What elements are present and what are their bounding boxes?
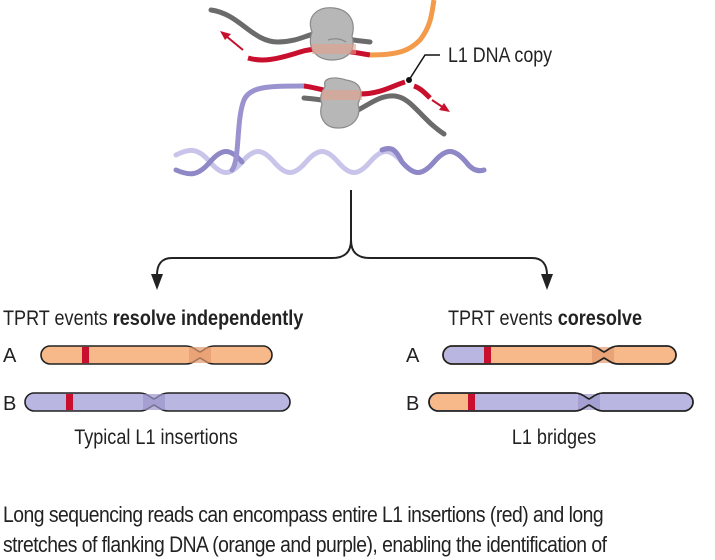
red-arrow-left [220,31,244,51]
red-l1-strand-dash [413,83,432,100]
row-label-b-right: B [406,393,419,415]
purple-flanking-strand [229,83,307,173]
right-panel-title: TPRT events coresolve [448,307,642,331]
row-label-a-right: A [406,345,420,367]
l1-insertion-marker [468,394,475,410]
reverse-transcriptase-enzyme-bottom [320,77,362,129]
row-label-b-left: B [3,393,16,415]
l1-dna-copy-callout: L1 DNA copy [406,44,552,83]
chromosome-b-left [24,392,291,412]
left-panel: TPRT events resolve independently A B Ty… [3,307,303,450]
caption-line-2: stretches of flanking DNA (orange and pu… [3,532,607,557]
arrow-head-left [151,274,163,290]
chromosome-b-right [428,392,694,412]
l1-insertion-marker [484,347,491,363]
reverse-transcriptase-enzyme-top [309,7,356,61]
dna-double-helix [173,146,487,177]
callout-label: L1 DNA copy [448,44,552,68]
figure-caption: Long sequencing reads can encompass enti… [3,500,615,560]
left-panel-title: TPRT events resolve independently [3,307,303,331]
right-panel-caption: L1 bridges [512,426,597,450]
row-label-a-left: A [3,345,17,367]
right-panel: TPRT events coresolve A B L1 bridges [406,307,694,450]
red-arrow-right [431,99,450,112]
l1-insertion-marker [82,347,89,363]
chromosome-a-left [40,345,273,365]
caption-line-1: Long sequencing reads can encompass enti… [3,502,604,527]
chromosome-a-right [442,345,677,365]
left-panel-caption: Typical L1 insertions [74,426,238,450]
arrow-head-right [541,274,553,290]
l1-insertion-marker [66,394,73,410]
branch-arrows [156,190,548,276]
orange-flanking-strand [369,0,437,58]
